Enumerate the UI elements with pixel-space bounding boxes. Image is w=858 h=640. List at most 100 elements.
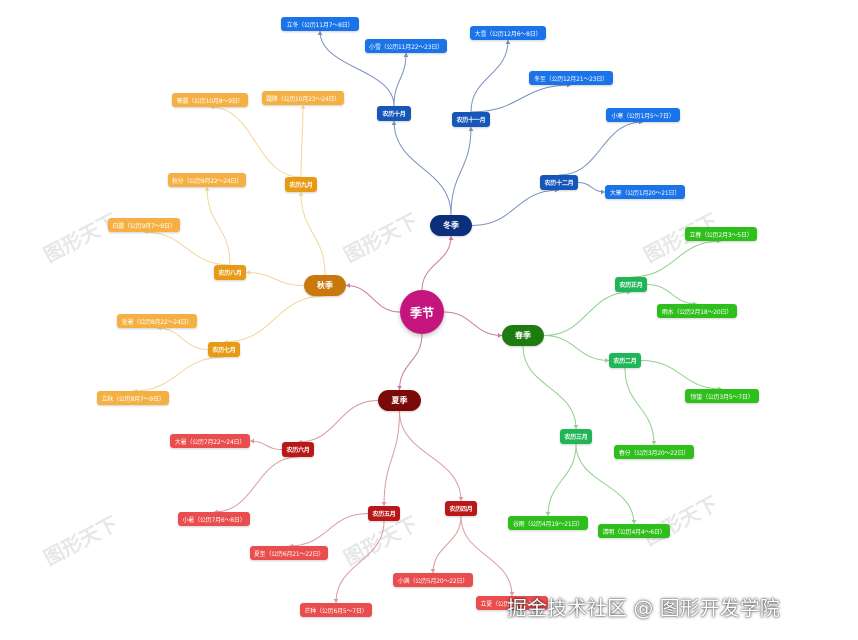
edge-spring-term-2a: [640, 360, 723, 390]
edge-summer-term-1a: [460, 515, 513, 597]
term-node-spring-1a[interactable]: 立春（公历2月3～5日）: [685, 227, 757, 241]
term-node-autumn-2a[interactable]: 白露（公历9月7～9日）: [108, 218, 180, 232]
edge-spring-term-3a-arrowhead: [631, 520, 637, 524]
edge-summer-month-1-arrowhead: [458, 497, 464, 501]
edge-winter-term-1a-arrowhead: [317, 31, 323, 35]
edge-spring-month-3: [522, 345, 577, 430]
edge-spring-term-2b: [624, 367, 655, 446]
edge-winter-month-2: [450, 126, 472, 216]
term-node-spring-2b[interactable]: 春分（公历3月20～22日）: [614, 445, 694, 459]
term-node-summer-1a[interactable]: 立夏（公历5月5～7日）: [476, 596, 548, 610]
edge-winter-term-2a-arrowhead: [505, 40, 511, 44]
edge-summer-term-3b: [249, 440, 283, 450]
term-node-autumn-1a[interactable]: 立秋（公历8月7～9日）: [97, 391, 169, 405]
term-node-spring-2a[interactable]: 惊蛰（公历3月5～7日）: [685, 389, 759, 403]
term-node-autumn-1b[interactable]: 处暑（公历8月22～24日）: [117, 314, 197, 328]
edge-spring-month-2-arrowhead: [605, 358, 609, 363]
term-node-autumn-2b[interactable]: 秋分（公历9月22～24日）: [168, 173, 246, 187]
month-node-summer-2[interactable]: 农历五月: [368, 506, 400, 521]
edge-autumn-term-3b: [300, 104, 304, 178]
edge-summer-month-2: [383, 410, 400, 507]
month-node-autumn-2[interactable]: 农历八月: [214, 265, 246, 280]
edge-autumn-month-3: [300, 191, 326, 276]
month-node-winter-3[interactable]: 农历十二月: [540, 175, 578, 190]
edge-root-spring: [443, 311, 503, 336]
edge-winter-term-2a: [470, 39, 509, 113]
edge-spring-term-3a: [575, 443, 635, 525]
month-node-summer-3[interactable]: 农历六月: [282, 442, 314, 457]
term-node-summer-1b[interactable]: 小满（公历5月20～22日）: [393, 573, 473, 587]
edge-summer-term-1b-arrowhead: [430, 569, 436, 573]
term-node-summer-3b[interactable]: 大暑（公历7月22～24日）: [170, 434, 250, 448]
edge-winter-term-1b: [393, 52, 407, 107]
edge-autumn-term-3a: [209, 106, 302, 178]
edge-autumn-term-3b-arrowhead: [300, 105, 306, 109]
edge-summer-term-2a: [335, 520, 385, 604]
edge-winter-month-1: [393, 120, 452, 216]
edge-spring-term-1b: [646, 284, 698, 305]
footer-credit: 掘金技术社区 @ 图形开发学院: [507, 596, 780, 620]
edge-summer-month-2-arrowhead: [381, 502, 387, 506]
term-node-winter-2a[interactable]: 大雪（公历12月6～8日）: [470, 26, 546, 40]
edge-spring-term-2b-arrowhead: [651, 441, 657, 445]
edge-root-spring-arrowhead: [498, 333, 502, 338]
season-node-winter[interactable]: 冬季: [430, 215, 472, 236]
edge-winter-term-3a: [558, 121, 644, 176]
edge-winter-month-2-arrowhead: [468, 127, 474, 131]
edge-autumn-term-1b: [156, 327, 209, 350]
term-node-spring-1b[interactable]: 雨水（公历2月18～20日）: [657, 304, 737, 318]
edge-root-summer-arrowhead: [397, 386, 402, 390]
edge-winter-month-1-arrowhead: [391, 121, 397, 125]
edge-summer-term-1b: [432, 515, 462, 574]
edge-summer-term-1a-arrowhead: [509, 592, 515, 596]
term-node-winter-1a[interactable]: 立冬（公历11月7～8日）: [281, 17, 359, 31]
edge-autumn-term-2b: [206, 186, 231, 266]
term-node-autumn-3a[interactable]: 寒露（公历10月8～9日）: [172, 93, 248, 107]
edge-autumn-month-1: [223, 295, 326, 343]
month-node-winter-1[interactable]: 农历十月: [377, 106, 411, 121]
term-node-autumn-3b[interactable]: 霜降（公历10月23～24日）: [262, 91, 344, 105]
term-node-winter-1b[interactable]: 小雪（公历11月22～23日）: [365, 39, 447, 53]
edge-winter-term-2b: [470, 84, 572, 113]
edge-spring-month-1: [543, 291, 632, 336]
edge-autumn-month-2-arrowhead: [246, 270, 250, 275]
month-node-spring-3[interactable]: 农历三月: [560, 429, 592, 444]
term-node-spring-3a[interactable]: 清明（公历4月4～6日）: [598, 524, 670, 538]
edge-summer-term-2b: [288, 513, 369, 547]
term-node-summer-3a[interactable]: 小暑（公历7月6～8日）: [178, 512, 250, 526]
edge-spring-term-1a: [630, 240, 722, 278]
term-node-summer-2a[interactable]: 芒种（公历6月5～7日）: [300, 603, 372, 617]
term-node-winter-3a[interactable]: 小寒（公历1月5～7日）: [606, 108, 680, 122]
month-node-summer-1[interactable]: 农历四月: [445, 501, 477, 516]
edge-summer-term-2a-arrowhead: [333, 599, 339, 603]
edge-winter-term-3b: [577, 182, 606, 193]
month-node-spring-2[interactable]: 农历二月: [609, 353, 641, 368]
edge-winter-month-3: [471, 189, 560, 226]
edge-root-autumn-arrowhead: [346, 283, 350, 288]
season-node-spring[interactable]: 春季: [502, 325, 544, 346]
edge-summer-term-3a: [213, 456, 299, 513]
edge-spring-month-3-arrowhead: [573, 425, 579, 429]
edge-autumn-term-2a: [143, 231, 231, 266]
edge-winter-term-3b-arrowhead: [601, 189, 605, 195]
term-node-summer-2b[interactable]: 夏至（公历6月21～22日）: [250, 546, 328, 560]
month-node-winter-2[interactable]: 农历十一月: [452, 112, 490, 127]
month-node-autumn-1[interactable]: 农历七月: [208, 342, 240, 357]
edge-summer-month-1: [399, 410, 462, 502]
month-node-autumn-3[interactable]: 农历九月: [285, 177, 317, 192]
edge-root-winter: [421, 235, 452, 291]
term-node-winter-2b[interactable]: 冬至（公历12月21～23日）: [529, 71, 613, 85]
root-node-seasons[interactable]: 季节: [400, 290, 444, 334]
season-node-summer[interactable]: 夏季: [378, 390, 421, 411]
edge-winter-term-1b-arrowhead: [403, 53, 409, 57]
edge-autumn-month-2: [245, 272, 305, 286]
edge-spring-term-3b: [547, 443, 577, 517]
month-node-spring-1[interactable]: 农历正月: [615, 277, 647, 292]
term-node-winter-3b[interactable]: 大寒（公历1月20～21日）: [605, 185, 685, 199]
edge-summer-term-3b-arrowhead: [250, 438, 254, 444]
edge-spring-month-2: [543, 335, 610, 361]
term-node-spring-3b[interactable]: 谷雨（公历4月19～21日）: [508, 516, 588, 530]
season-node-autumn[interactable]: 秋季: [304, 275, 346, 296]
edge-root-autumn: [345, 285, 401, 313]
